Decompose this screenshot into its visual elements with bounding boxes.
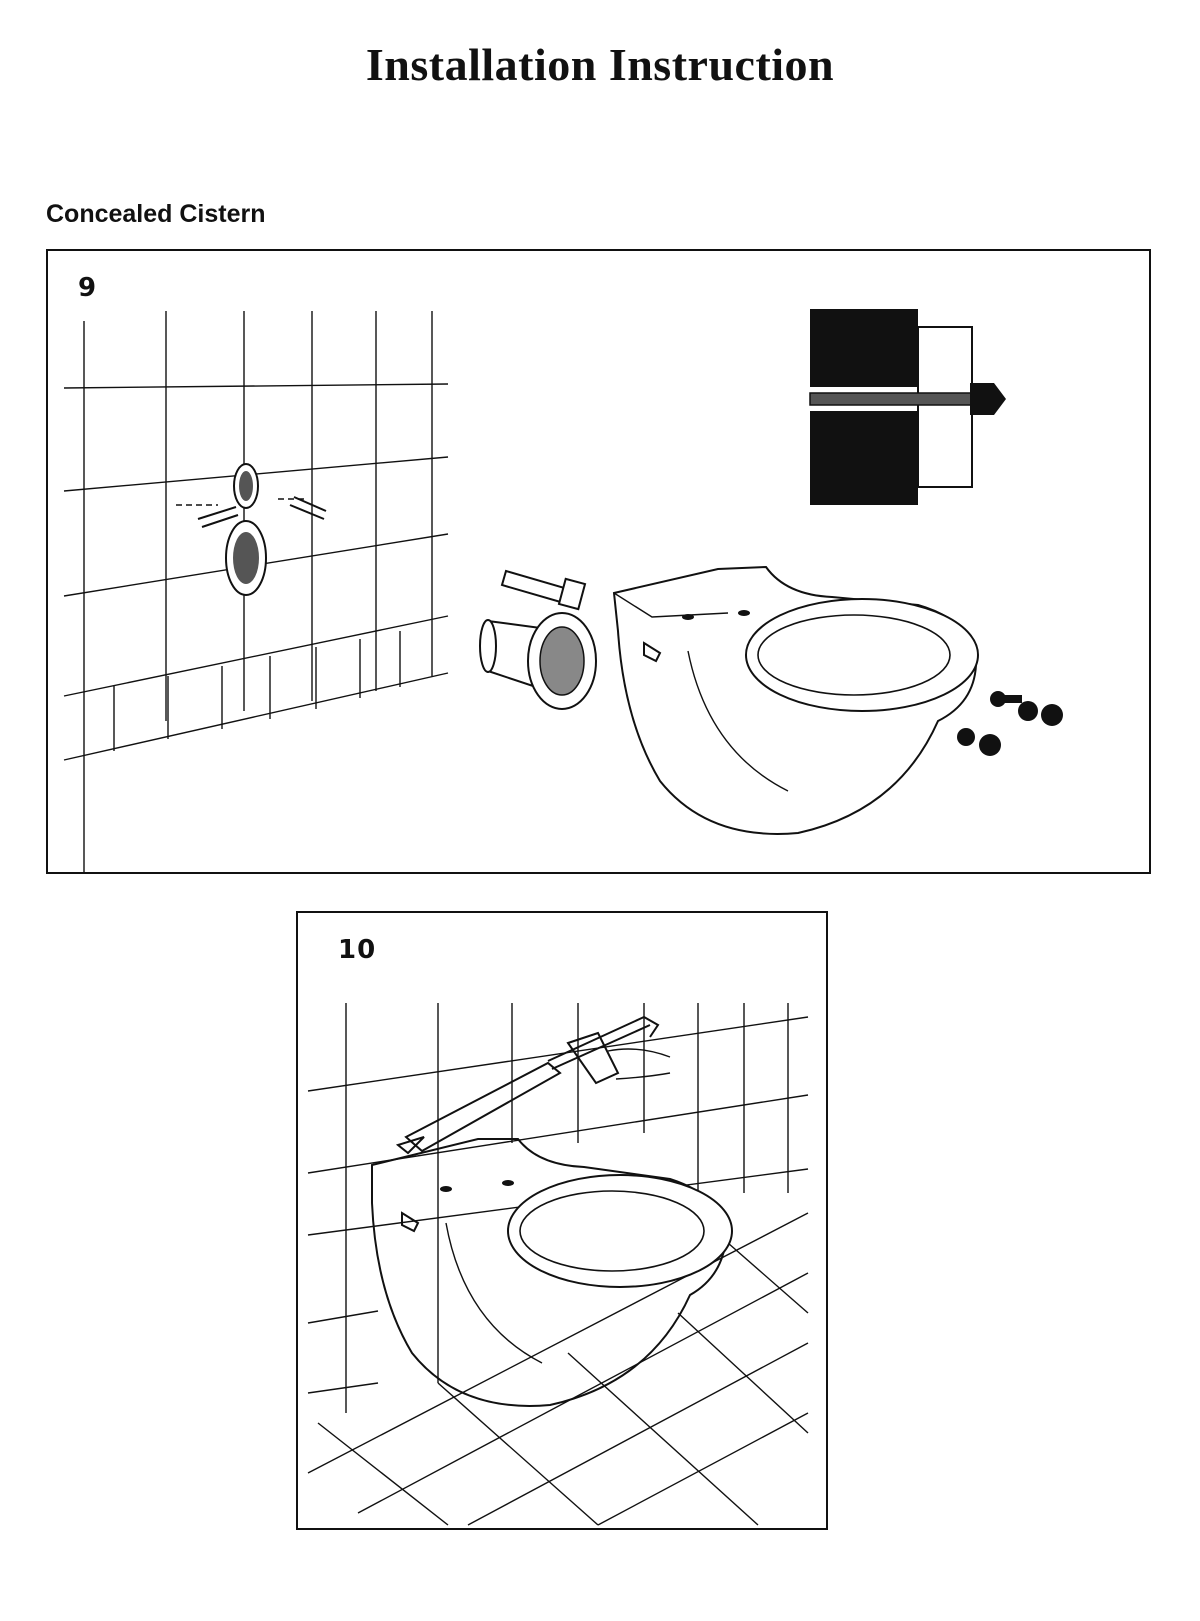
step-10-number: 10 — [338, 935, 377, 965]
wall-hung-toilet — [371, 1138, 733, 1407]
fixing-cross-section-detail — [809, 309, 1006, 505]
step-9-number: 9 — [78, 273, 98, 303]
fixing-bolts-and-caps — [957, 691, 1063, 756]
wall-hung-toilet — [612, 565, 979, 835]
floor-tile-grid — [307, 1212, 809, 1526]
wall-inlet-fittings — [176, 463, 327, 596]
section-heading: Concealed Cistern — [46, 200, 266, 228]
flush-pipe — [479, 569, 597, 710]
step-10-panel: 10 — [296, 911, 828, 1530]
step-9-panel: 9 — [46, 249, 1151, 874]
step-10-illustration — [307, 1003, 809, 1526]
caulking-gun — [395, 1016, 671, 1155]
step-9-illustration — [63, 309, 1063, 872]
page-title: Installation Instruction — [365, 39, 835, 90]
